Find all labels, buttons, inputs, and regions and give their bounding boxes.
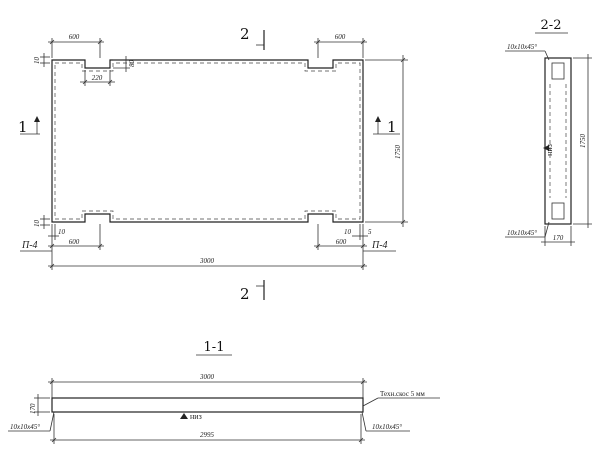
section-1-1-title: 1-1 [204, 340, 225, 355]
section-2-2-bottom-label: низ [545, 144, 554, 156]
section-1-1-body [51, 397, 364, 413]
section-2-2-height: 1750 [579, 134, 587, 149]
section-marker-1-right: 1 [387, 118, 397, 136]
section-1-1-chamfer-left: 10x10x45° [10, 423, 40, 431]
section-1-1: 1-1 3000 низ 170 Техн.скос 5 мм 10x10x45… [8, 340, 440, 444]
plan-inner-dashed [54, 62, 361, 220]
dim-bottom-right-five: 5 [368, 228, 372, 236]
dim-notch-depth: 80 [128, 60, 136, 68]
section-marker-2-bottom: 2 [240, 285, 250, 303]
section-marker-1-left: 1 [18, 118, 28, 136]
dim-bottom-notch-right: 600 [336, 238, 347, 246]
dim-bottom-right-offset: 10 [344, 228, 352, 236]
plan-view: 600 600 220 80 10 10 [18, 25, 408, 303]
dim-height: 1750 [394, 145, 402, 160]
section-1-1-thickness: 170 [29, 403, 37, 414]
dim-edge-top: 10 [33, 57, 41, 65]
dim-notch-gap: 220 [92, 74, 103, 82]
section-1-1-tech-chamfer: Техн.скос 5 мм [380, 390, 425, 398]
section-2-2-body [544, 57, 572, 225]
dim-bottom-notch-left: 600 [69, 238, 80, 246]
section-2-2-chamfer-top: 10x10x45° [507, 43, 537, 51]
dim-bottom-left-offset: 10 [58, 228, 66, 236]
section-1-1-bottom-length: 2995 [200, 431, 215, 439]
section-marker-2-top: 2 [240, 25, 250, 43]
dim-notch-width-right: 600 [335, 33, 346, 41]
section-2-2-title: 2-2 [541, 18, 562, 33]
section-2-2: 2-2 низ 10x10x45° 10x10x45° 1750 170 [505, 18, 592, 246]
section-2-2-chamfer-bottom: 10x10x45° [507, 229, 537, 237]
section-1-1-chamfer-right: 10x10x45° [372, 423, 402, 431]
section-1-1-arrow [180, 413, 188, 419]
dim-total-length: 3000 [199, 257, 215, 265]
section-2-2-thickness: 170 [553, 234, 564, 242]
section-1-1-bottom-label: низ [190, 412, 202, 421]
dim-notch-width-left: 600 [69, 33, 80, 41]
panel-mark-right: П-4 [371, 240, 388, 251]
panel-mark-left: П-4 [21, 240, 38, 251]
section-2-2-arrow [543, 145, 549, 151]
dim-edge-bottom: 10 [33, 220, 41, 228]
section-1-1-top-length: 3000 [199, 373, 215, 381]
plan-outline [51, 59, 364, 223]
